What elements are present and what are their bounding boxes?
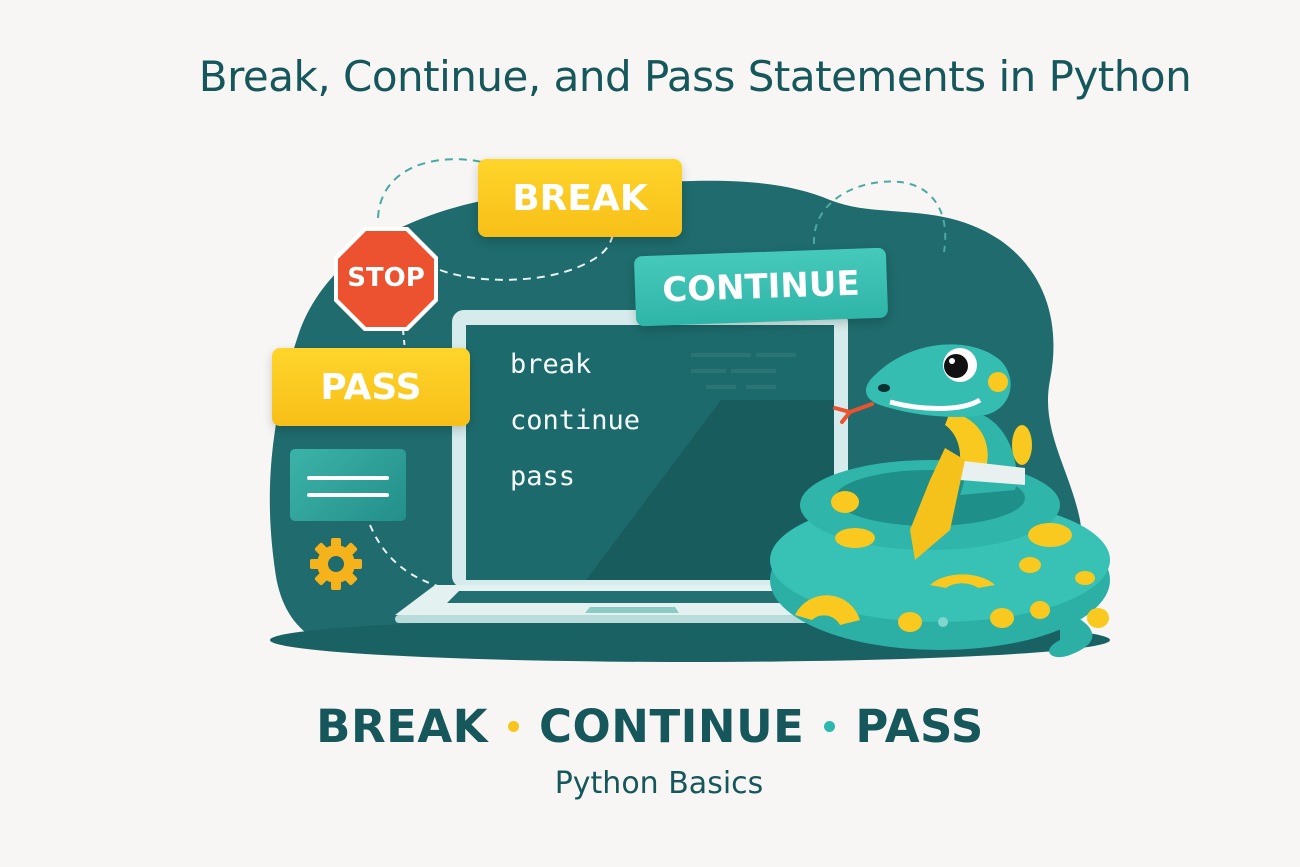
separator-dot-teal [824,720,836,732]
laptop-keyboard-base [395,585,835,623]
document-card-icon [290,449,406,521]
keyword-pass: PASS [855,700,984,753]
pass-bubble: PASS [272,348,470,426]
keyword-continue: CONTINUE [539,700,805,753]
keyword-banner: BREAK CONTINUE PASS [0,700,1300,753]
code-line-continue: continue [510,405,641,436]
break-bubble: BREAK [478,159,682,237]
python-snake-mascot [770,344,1110,658]
gear-icon [310,538,362,590]
pass-bubble-label: PASS [320,366,422,408]
continue-bubble-label: CONTINUE [661,263,861,311]
continue-bubble: CONTINUE [633,247,889,327]
break-bubble-label: BREAK [512,177,648,219]
subtitle: Python Basics [554,766,764,801]
stop-sign-icon [334,227,438,331]
separator-dot-yellow [508,720,520,732]
code-line-pass: pass [510,461,576,492]
laptop-screen: break continue pass [466,325,834,580]
code-line-break: break [510,349,592,380]
page-title: Break, Continue, and Pass Statements in … [198,52,1192,101]
keyword-break: BREAK [316,700,489,753]
stop-sign-label: STOP [347,263,425,293]
screen-shade [586,353,834,580]
